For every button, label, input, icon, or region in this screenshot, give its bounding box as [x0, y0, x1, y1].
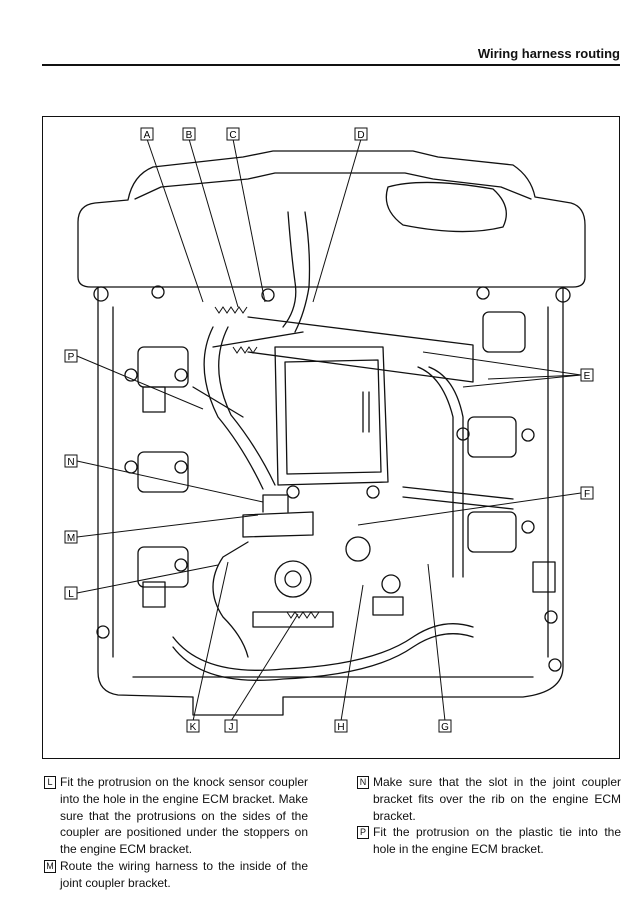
callout-l: L: [64, 586, 78, 600]
svg-text:A: A: [144, 130, 151, 141]
svg-text:J: J: [229, 722, 234, 733]
note-key-l: L: [44, 776, 56, 789]
callout-d: D: [354, 127, 368, 141]
note-text-n: Make sure that the slot in the joint cou…: [373, 775, 621, 823]
callout-a: A: [140, 127, 154, 141]
svg-text:G: G: [441, 722, 449, 733]
note-m: M Route the wiring harness to the inside…: [42, 858, 308, 892]
callout-h: H: [334, 719, 348, 733]
note-key-n: N: [357, 776, 369, 789]
note-key-m: M: [44, 859, 56, 873]
svg-text:H: H: [337, 722, 344, 733]
note-text-l: Fit the protrusion on the knock sensor c…: [60, 775, 308, 857]
svg-text:E: E: [584, 371, 591, 382]
svg-text:N: N: [67, 457, 74, 468]
callout-c: C: [226, 127, 240, 141]
svg-text:M: M: [67, 533, 75, 544]
callout-k: K: [186, 719, 200, 733]
svg-text:C: C: [229, 130, 236, 141]
note-key-p: P: [357, 826, 369, 840]
notes-left-column: L Fit the protrusion on the knock sensor…: [42, 774, 308, 892]
callout-f: F: [580, 486, 594, 500]
note-text-p: Fit the protrusion on the plastic tie in…: [373, 825, 621, 857]
notes-right-column: N Make sure that the slot in the joint c…: [355, 774, 621, 858]
header-rule: [42, 64, 620, 66]
callout-n: N: [64, 454, 78, 468]
note-p: P Fit the protrusion on the plastic tie …: [355, 824, 621, 858]
callout-p: P: [64, 349, 78, 363]
note-l: L Fit the protrusion on the knock sensor…: [42, 774, 308, 858]
svg-text:F: F: [584, 489, 590, 500]
callout-j: J: [224, 719, 238, 733]
svg-text:L: L: [68, 589, 74, 600]
svg-text:B: B: [186, 130, 193, 141]
callout-e: E: [580, 368, 594, 382]
page-title: Wiring harness routing: [477, 46, 620, 61]
callout-m: M: [64, 530, 78, 544]
note-text-m: Route the wiring harness to the inside o…: [60, 858, 308, 890]
svg-text:K: K: [190, 722, 197, 733]
wiring-diagram-figure: A B C D E F G H J K L M N P: [42, 116, 620, 759]
note-n: N Make sure that the slot in the joint c…: [355, 774, 621, 824]
engine-illustration: A B C D E F G H J K L M N P: [64, 127, 594, 733]
svg-text:D: D: [357, 130, 364, 141]
svg-text:P: P: [68, 352, 75, 363]
callout-g: G: [438, 719, 452, 733]
callout-b: B: [182, 127, 196, 141]
